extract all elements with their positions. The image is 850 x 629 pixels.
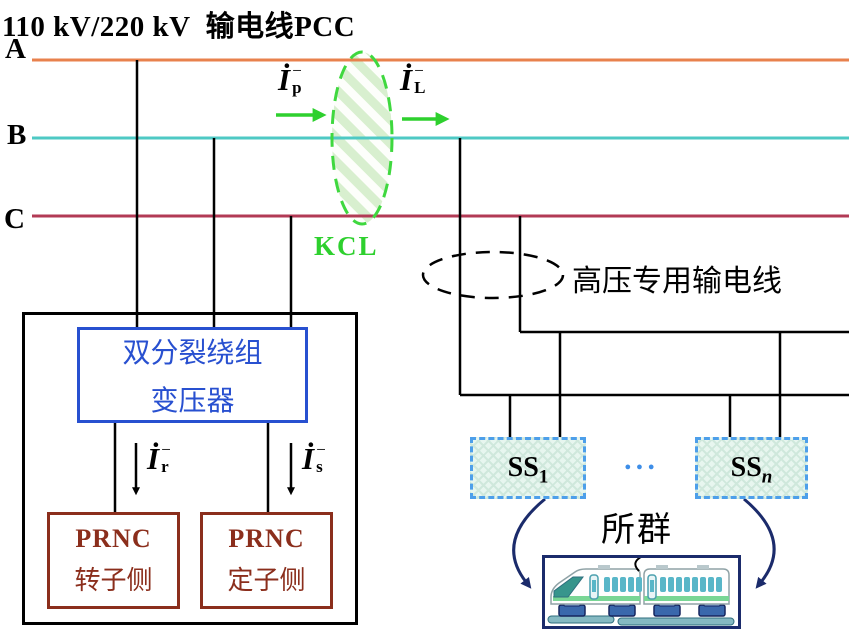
ss1-label: SS1	[507, 452, 549, 488]
current-label-ir: İ − r	[147, 440, 171, 476]
prnc-stator-subtitle: 定子侧	[227, 566, 306, 595]
substation-ss1-box: SS1	[470, 437, 586, 499]
train-illustration	[547, 555, 735, 626]
current-subscript: p	[292, 78, 302, 97]
prnc-rotor-box: PRNC 转子侧	[47, 512, 180, 609]
current-symbol: İ	[147, 441, 160, 476]
current-superscript: −	[316, 440, 326, 459]
diagram-title: 110 kV/220 kV 输电线PCC	[2, 11, 356, 43]
prnc-stator-title: PRNC	[228, 524, 305, 553]
current-label-is: İ − s	[302, 440, 326, 476]
current-subscript: r	[161, 457, 169, 476]
transformer-label-line1: 双分裂绕组	[122, 338, 263, 369]
hv-line-label: 高压专用输电线	[572, 265, 782, 298]
ellipsis-dots: ●●●	[624, 461, 660, 473]
current-superscript: −	[414, 61, 424, 80]
kcl-ellipse	[330, 50, 394, 226]
station-group-label: 所群	[601, 512, 673, 549]
current-superscript: −	[292, 61, 302, 80]
ssn-label: SSn	[730, 452, 773, 488]
ssn-to-train-arrow	[743, 497, 776, 589]
ss1-to-train-arrow	[512, 497, 546, 589]
prnc-stator-box: PRNC 定子侧	[200, 512, 333, 609]
substation-ssn-box: SSn	[695, 437, 808, 499]
wind-farm-unit-box	[22, 312, 358, 625]
wires	[113, 60, 849, 512]
prnc-rotor-subtitle: 转子侧	[74, 566, 153, 595]
current-label-ip: İ − p	[278, 61, 302, 97]
phase-label-b: B	[7, 119, 27, 151]
current-subscript: L	[414, 78, 426, 97]
current-label-il: İ − L	[400, 61, 426, 97]
current-symbol: İ	[400, 62, 413, 97]
phase-label-a: A	[5, 33, 26, 65]
prnc-rotor-title: PRNC	[75, 524, 152, 553]
kcl-label: KCL	[314, 231, 379, 261]
current-superscript: −	[161, 440, 171, 459]
current-subscript: s	[316, 457, 323, 476]
transformer-box: 双分裂绕组 变压器	[77, 327, 308, 423]
transformer-label-line2: 变压器	[150, 386, 235, 417]
train-box	[542, 555, 741, 629]
current-symbol: İ	[278, 62, 291, 97]
phase-label-c: C	[4, 203, 25, 235]
current-symbol: İ	[302, 441, 315, 476]
hv-line-ellipse	[421, 250, 565, 300]
